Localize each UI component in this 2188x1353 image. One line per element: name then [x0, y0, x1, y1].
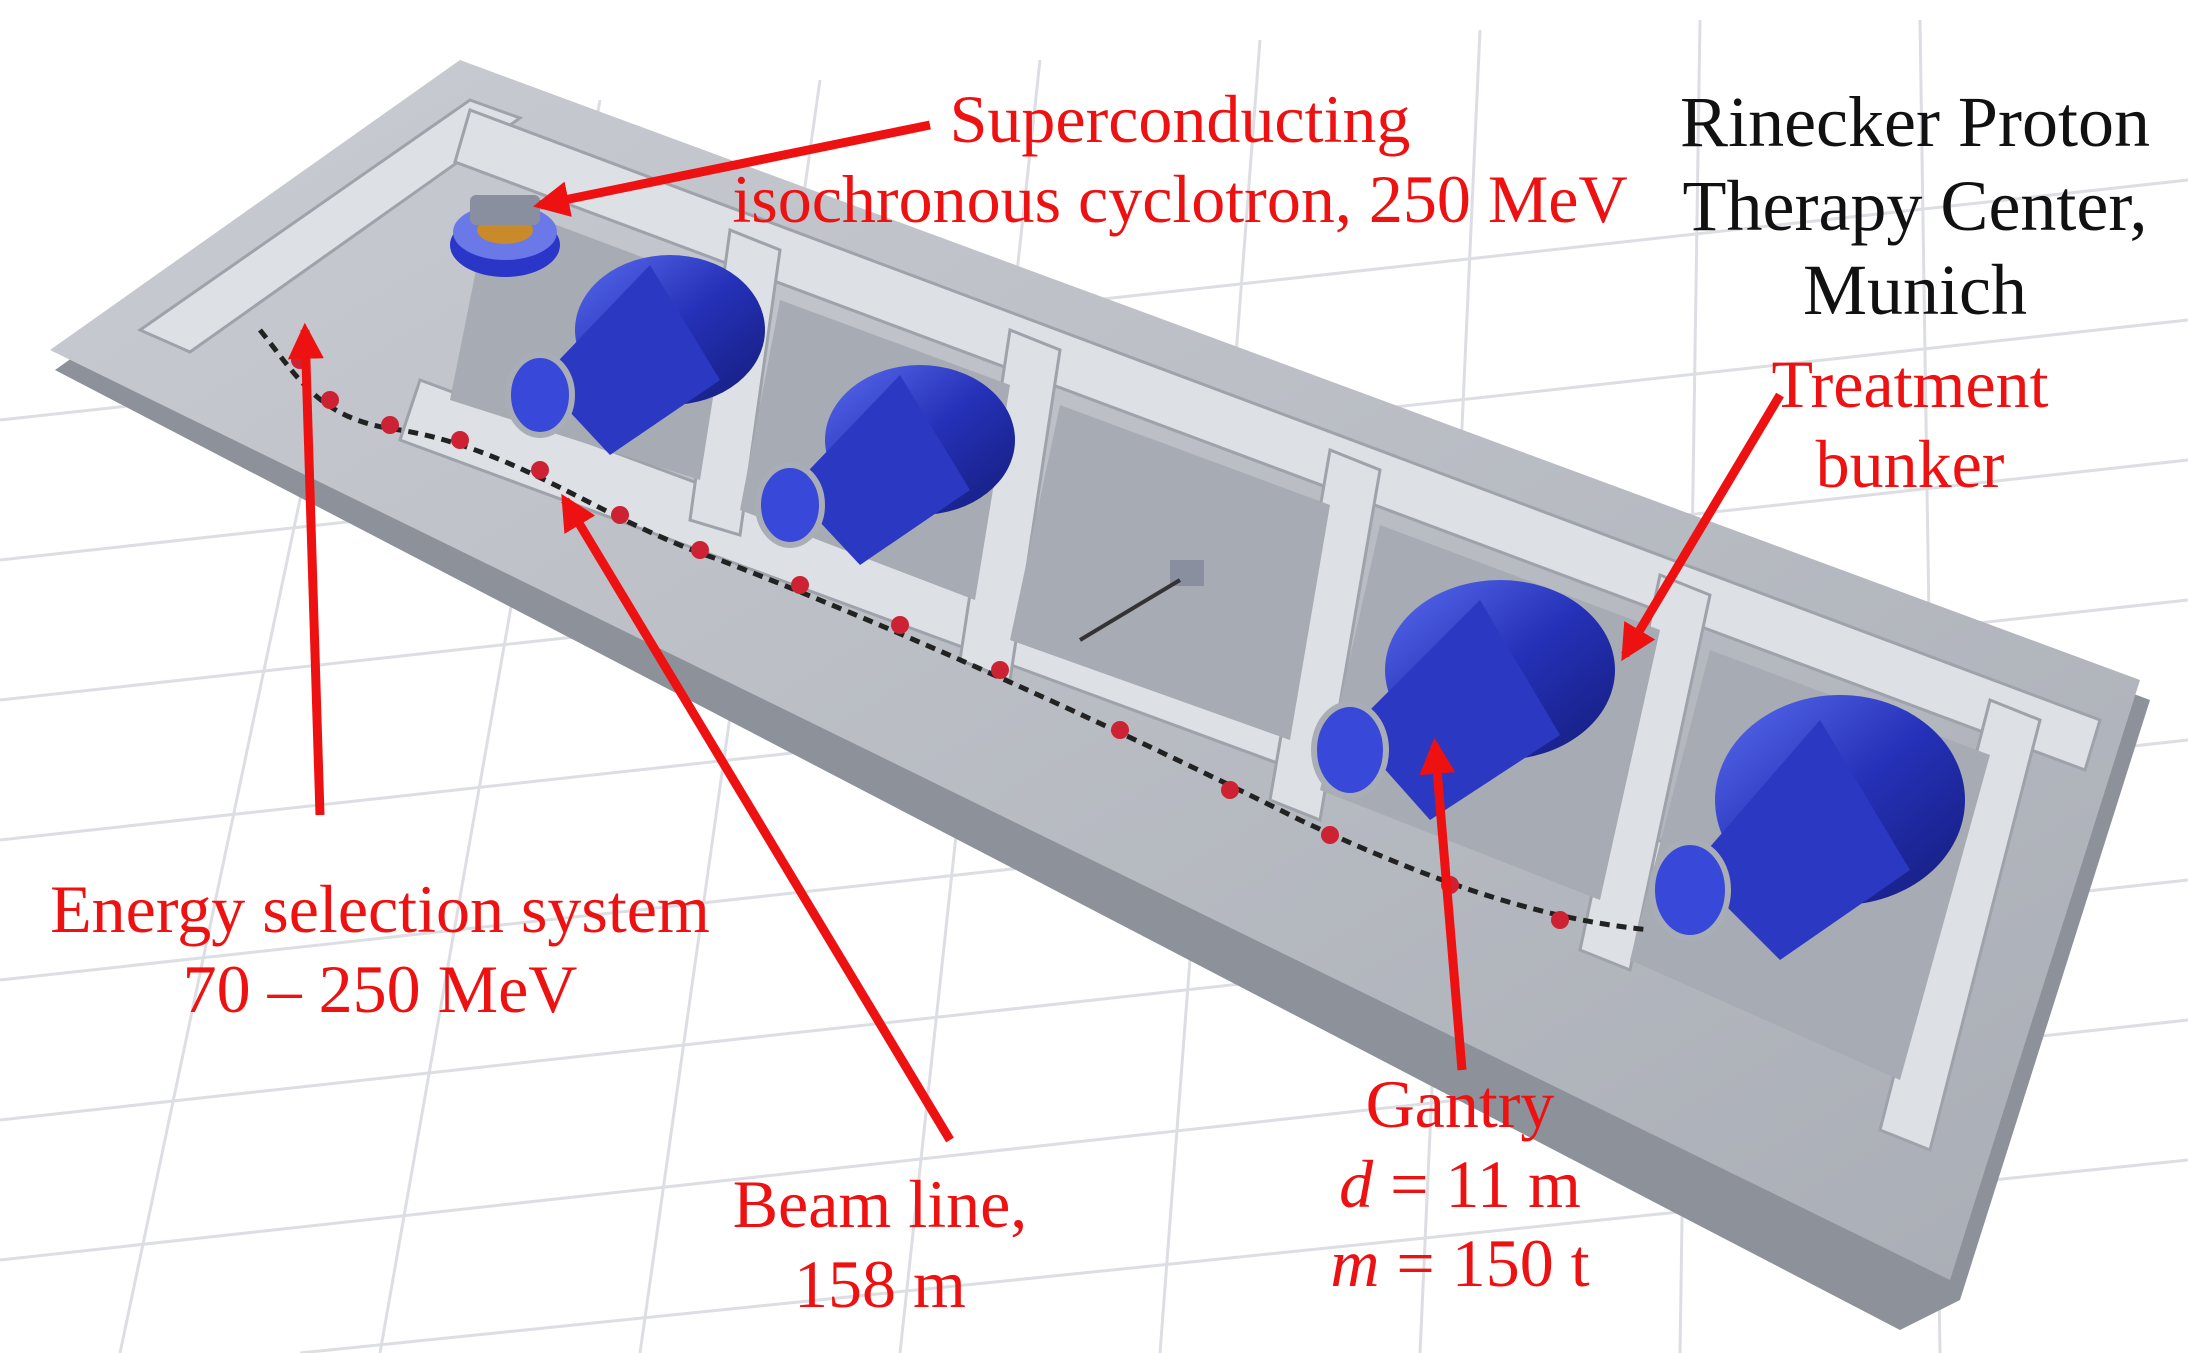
arrow-gantry	[1419, 737, 1467, 1071]
gantry-label: Gantry d = 11 m m = 150 t	[1250, 1065, 1670, 1304]
gantry-diameter-value: = 11 m	[1373, 1145, 1581, 1222]
bunker-label-line-2: bunker	[1815, 425, 2005, 502]
energy-label-line-2: 70 – 250 MeV	[182, 950, 578, 1027]
gantry-1	[505, 255, 765, 455]
gantry-label-mass: m = 150 t	[1250, 1224, 1670, 1304]
energy-label-line-1: Energy selection system	[50, 871, 710, 947]
gantry-4	[1311, 580, 1615, 820]
cyclotron-label-line-2: isochronous cyclotron, 250 MeV	[732, 160, 1628, 237]
title-line-1: Rinecker Proton	[1680, 82, 2150, 162]
beamline-label-line-1: Beam line,	[732, 1166, 1028, 1242]
gantry-diameter-var: d	[1339, 1145, 1374, 1222]
arrow-beamline	[561, 493, 954, 1143]
energy-selection-label: Energy selection system 70 – 250 MeV	[20, 870, 740, 1029]
gantry-mass-var: m	[1330, 1225, 1380, 1302]
title-line-3: Munich	[1803, 250, 2027, 331]
annotation-arrows	[287, 120, 1784, 1143]
title-line-2: Therapy Center,	[1682, 166, 2148, 247]
facility-title: Rinecker Proton Therapy Center, Munich	[1665, 80, 2165, 333]
gantry-label-name: Gantry	[1365, 1066, 1555, 1142]
bunker-label: Treatment bunker	[1700, 345, 2120, 504]
fixed-beam-nozzle	[1078, 560, 1204, 642]
gantry-5	[1649, 695, 1965, 960]
arrow-energy	[287, 322, 325, 816]
bunker-label-line-1: Treatment	[1771, 346, 2049, 422]
beamline-label-line-2: 158 m	[794, 1245, 966, 1322]
gantry-mass-value: = 150 t	[1379, 1225, 1590, 1302]
cyclotron-label: Superconducting isochronous cyclotron, 2…	[700, 80, 1660, 239]
arrow-cyclotron	[532, 120, 931, 217]
beamline-label: Beam line, 158 m	[680, 1165, 1080, 1324]
cyclotron-label-line-1: Superconducting	[949, 81, 1411, 157]
cyclotron	[450, 195, 560, 277]
arrow-bunker	[1621, 392, 1784, 662]
gantry-label-diameter: d = 11 m	[1250, 1145, 1670, 1225]
gantry-2	[755, 365, 1015, 565]
